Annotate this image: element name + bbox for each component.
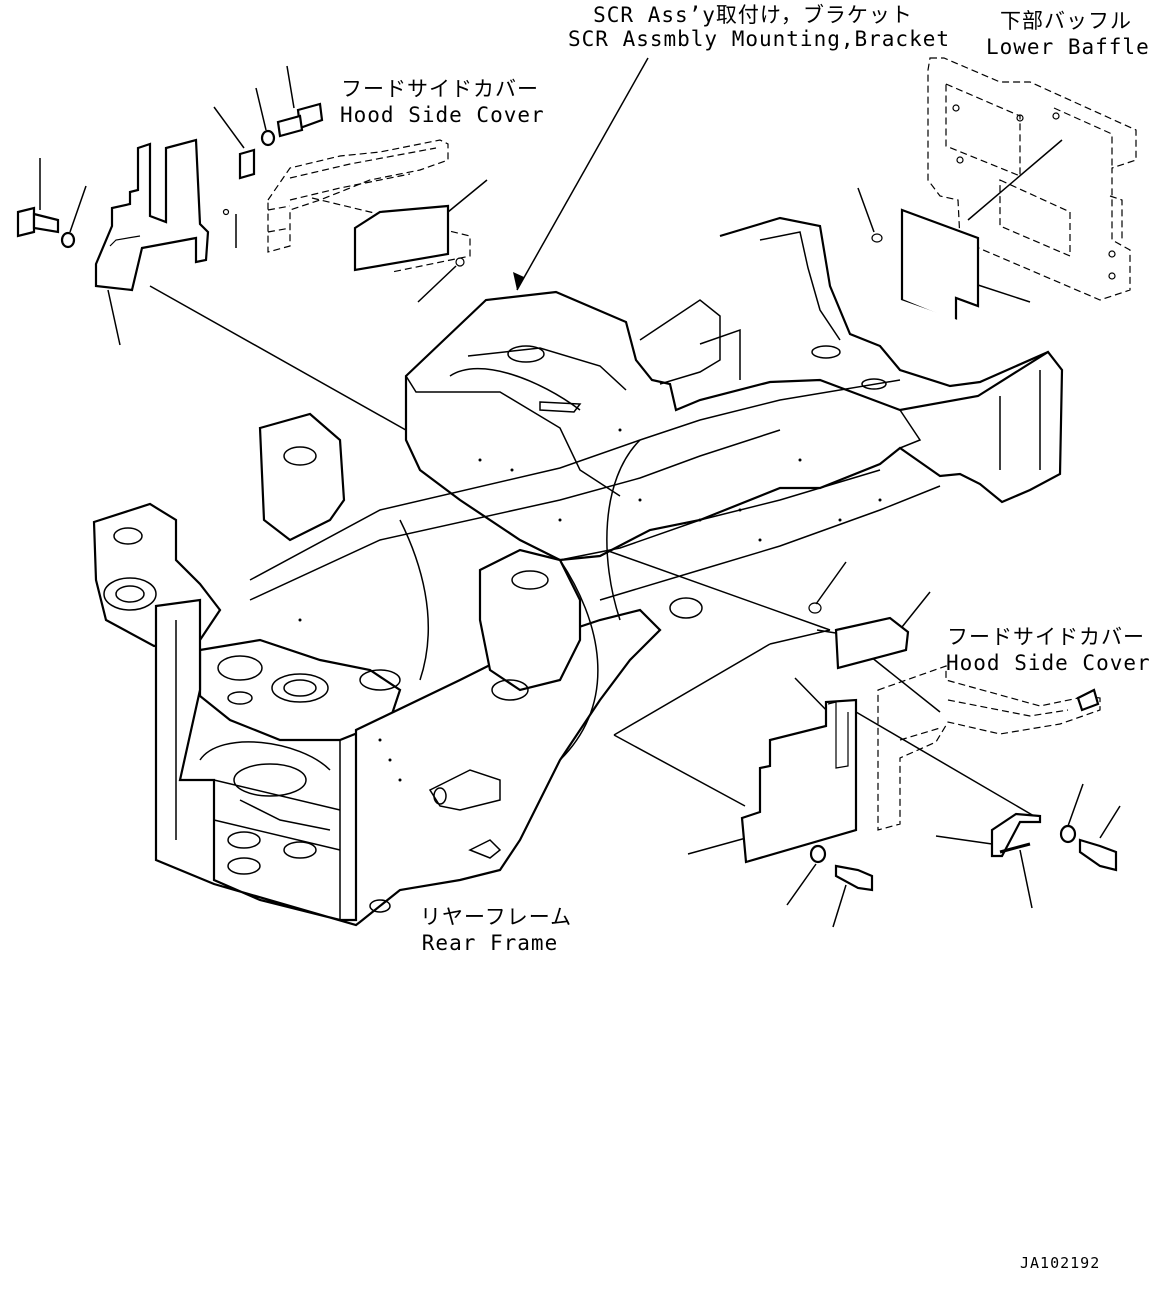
lower-baffle-drawing <box>871 57 1137 324</box>
hood-side-cover-right-label-en: Hood Side Cover <box>946 651 1151 675</box>
hood-side-cover-left-label-jp: フードサイドカバー <box>341 77 539 101</box>
hood-side-cover-left-label-en: Hood Side Cover <box>340 103 545 127</box>
hood-side-cover-right-drawing <box>740 602 1118 892</box>
rear-frame-label-jp: リヤーフレーム <box>420 905 573 929</box>
scr-mounting-label-en: SCR Assmbly Mounting,Bracket <box>568 27 951 51</box>
rear-frame-drawing <box>92 216 1064 927</box>
lower-baffle-label-jp: 下部バッフル <box>1000 9 1132 33</box>
lower-baffle-label-en: Lower Baffle <box>986 35 1150 59</box>
rear-frame-label-en: Rear Frame <box>421 931 559 955</box>
drawing-id: JA102192 <box>1020 1254 1101 1272</box>
scr-mounting-label-jp: SCR Ass’y取付け，ブラケット <box>593 3 913 27</box>
hood-side-cover-left-drawing <box>16 102 471 292</box>
hood-side-cover-right-label-jp: フードサイドカバー <box>947 625 1145 649</box>
